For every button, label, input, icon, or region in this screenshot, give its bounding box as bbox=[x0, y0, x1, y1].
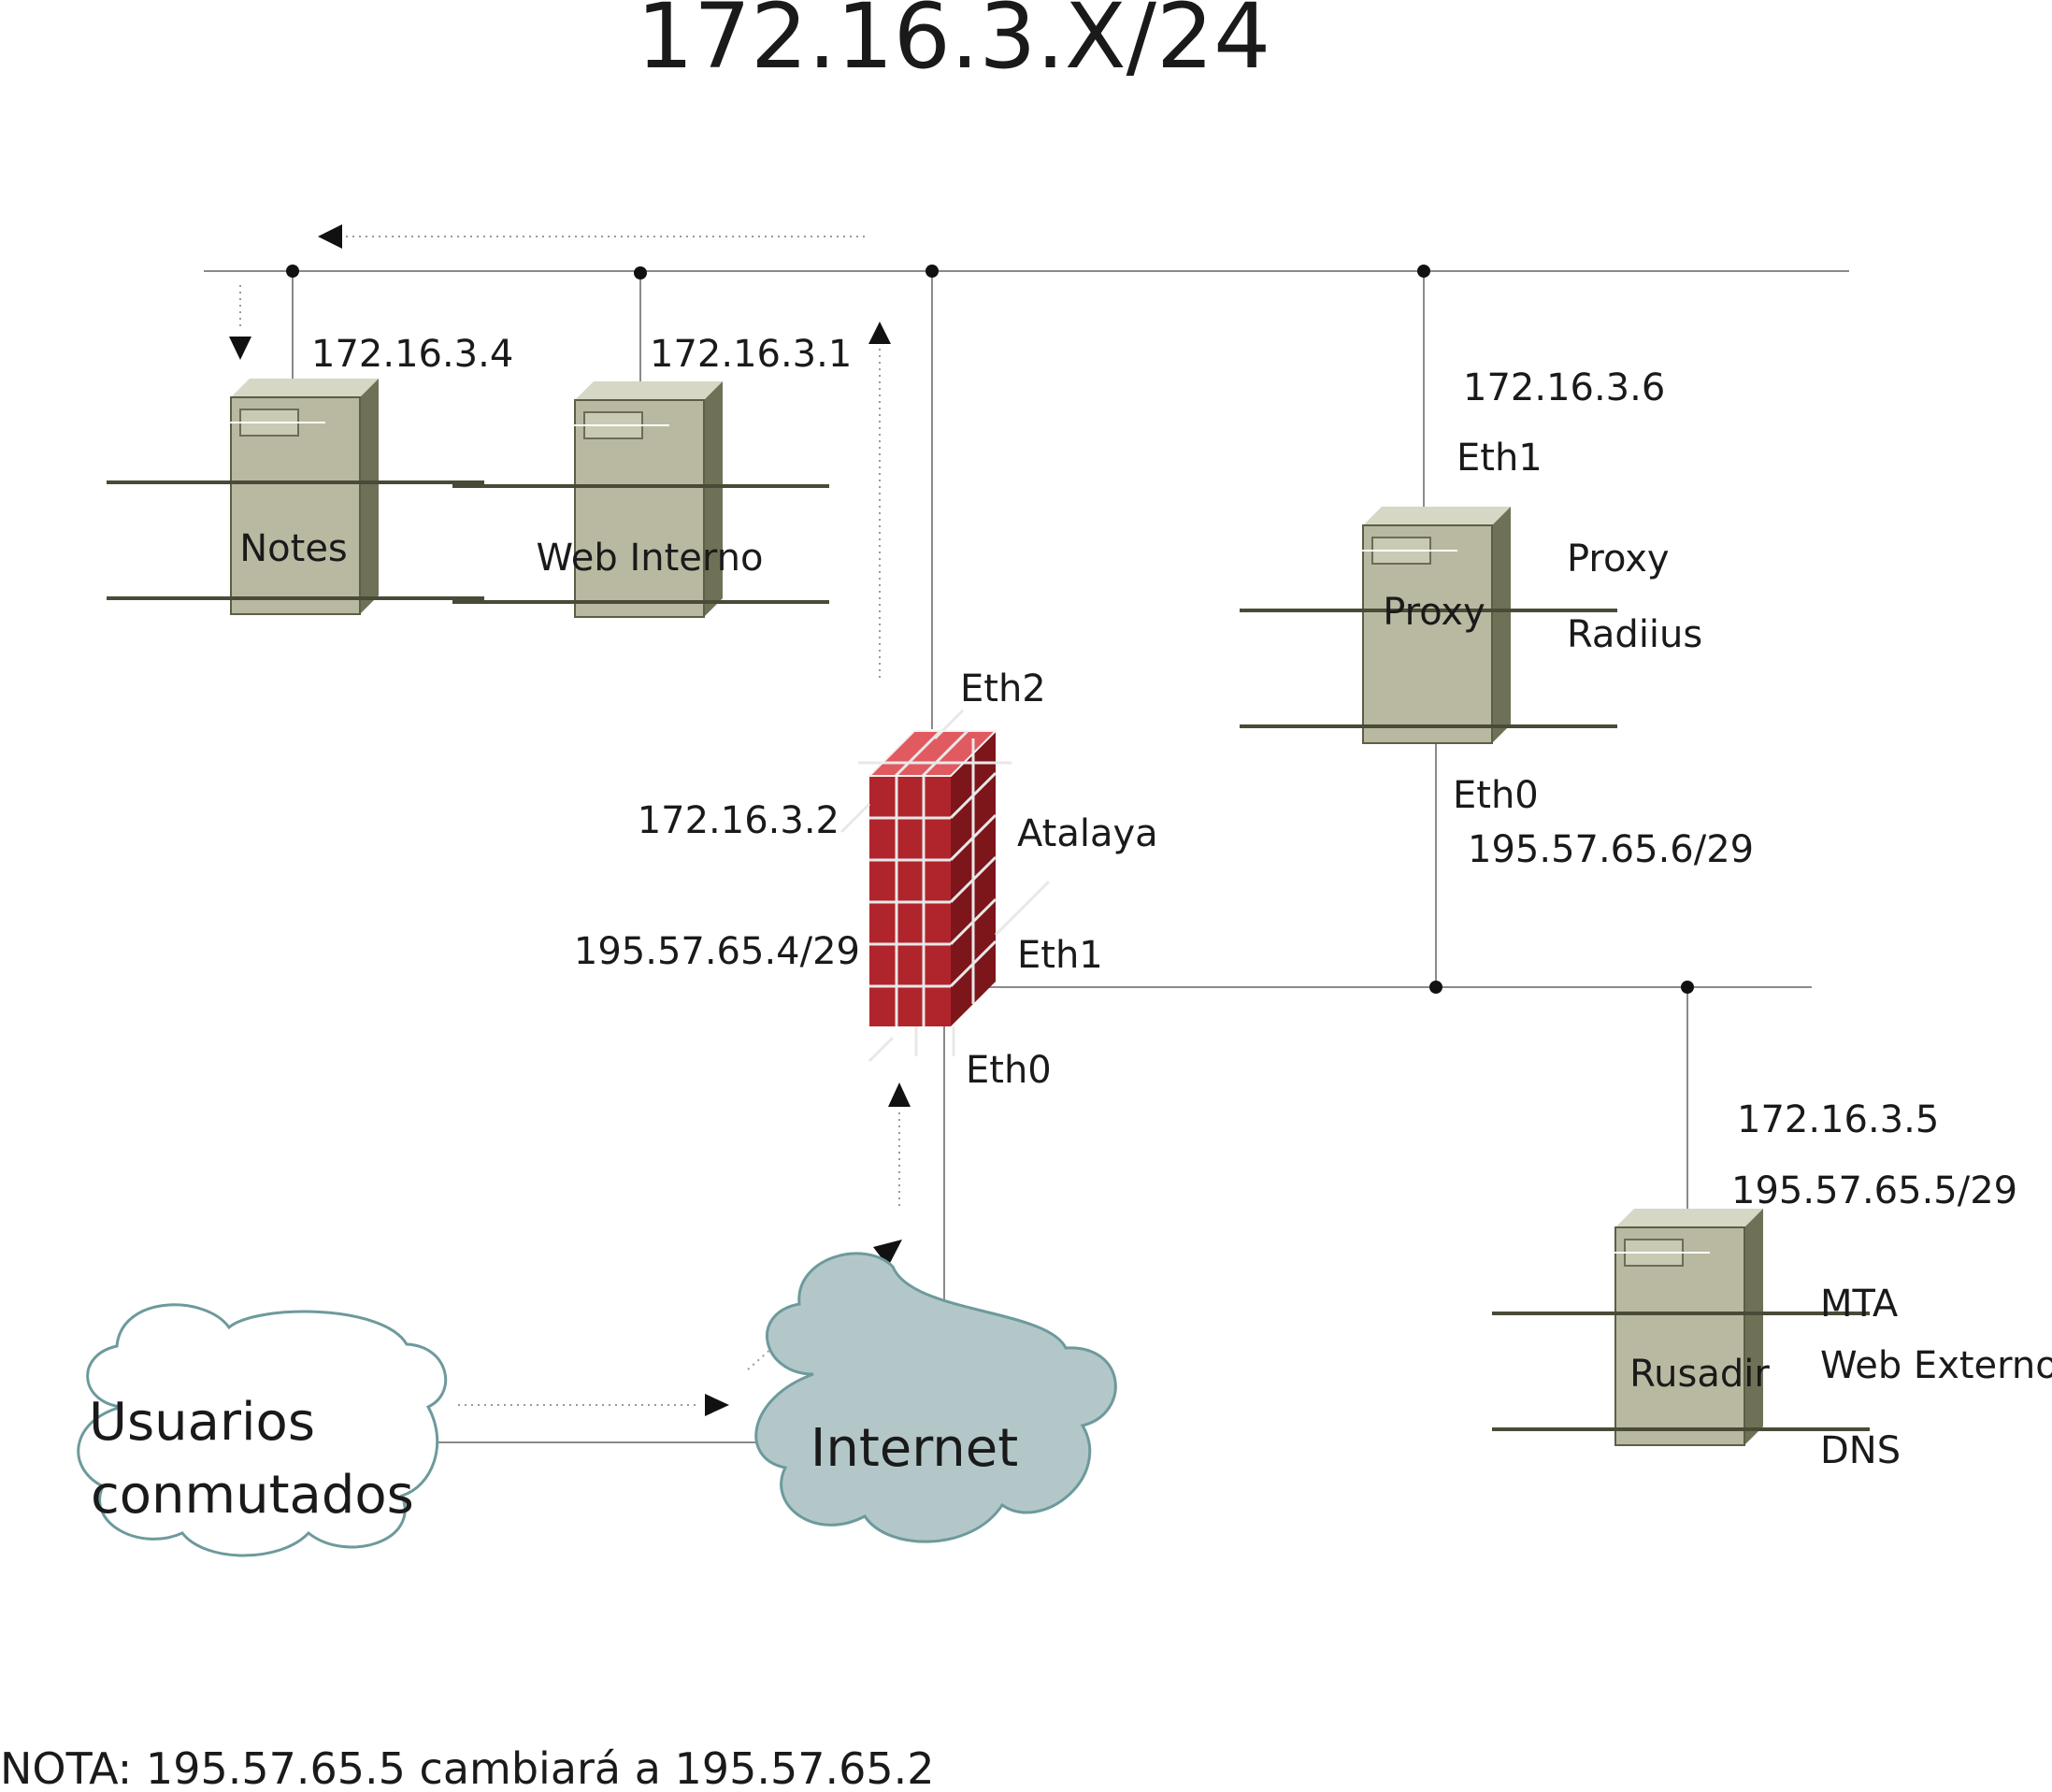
server-web-interno: Web Interno 172.16.3.1 bbox=[452, 333, 852, 618]
ip-label: 195.57.65.4/29 bbox=[574, 930, 860, 973]
service-label: Web Externo bbox=[1820, 1344, 2052, 1387]
firewall-name: Atalaya bbox=[1017, 812, 1158, 855]
interface-label: Eth1 bbox=[1017, 934, 1103, 977]
service-label: Proxy bbox=[1567, 538, 1670, 581]
interface-label: Eth0 bbox=[1453, 774, 1539, 817]
cloud-icon bbox=[77, 1303, 448, 1557]
server-name: Proxy bbox=[1383, 591, 1485, 634]
ip-label: 172.16.3.6 bbox=[1463, 366, 1665, 409]
server-proxy: Proxy 172.16.3.6 Eth1 Proxy Radiius Eth0… bbox=[1240, 366, 1754, 871]
cloud-usuarios-conmutados: Usuarios conmutados bbox=[77, 1303, 448, 1557]
service-label: DNS bbox=[1820, 1429, 1901, 1472]
firewall-icon bbox=[839, 709, 1051, 1063]
arrow-icon bbox=[868, 322, 891, 344]
interface-label: Eth0 bbox=[966, 1049, 1052, 1092]
ip-label: 195.57.65.5/29 bbox=[1731, 1169, 2017, 1212]
junction-dot bbox=[634, 266, 647, 280]
cloud-label-line2: conmutados bbox=[91, 1465, 414, 1526]
cloud-internet: Internet bbox=[754, 1252, 1117, 1543]
interface-label: Eth1 bbox=[1456, 437, 1543, 480]
server-name: Web Interno bbox=[537, 537, 764, 580]
junction-dot bbox=[926, 265, 939, 278]
diagram-title: 172.16.3.X/24 bbox=[637, 0, 1270, 89]
junction-dot bbox=[1429, 981, 1442, 994]
footer-note: NOTA: 195.57.65.5 cambiará a 195.57.65.2 bbox=[0, 1743, 935, 1792]
service-label: Radiius bbox=[1567, 613, 1702, 656]
server-icon bbox=[1595, 1209, 1763, 1446]
server-icon bbox=[1342, 507, 1511, 744]
ip-label: 172.16.3.1 bbox=[650, 333, 852, 376]
firewall-atalaya: Eth2 Atalaya Eth1 Eth0 172.16.3.2 195.57… bbox=[574, 667, 1158, 1092]
junction-dot bbox=[1681, 981, 1694, 994]
arrow-icon bbox=[705, 1394, 729, 1416]
server-name: Notes bbox=[239, 527, 348, 570]
ip-label: 195.57.65.6/29 bbox=[1468, 828, 1754, 871]
arrow-icon bbox=[873, 1240, 902, 1267]
cloud-label-line1: Usuarios bbox=[89, 1392, 315, 1453]
junction-dot bbox=[1417, 265, 1430, 278]
server-icon bbox=[554, 381, 723, 618]
arrow-icon bbox=[318, 224, 342, 249]
cloud-label: Internet bbox=[811, 1418, 1018, 1479]
service-label: MTA bbox=[1820, 1283, 1899, 1326]
server-name: Rusadir bbox=[1629, 1353, 1770, 1396]
server-icon bbox=[210, 379, 379, 615]
server-rusadir: Rusadir 172.16.3.5 195.57.65.5/29 MTA We… bbox=[1492, 1098, 2052, 1472]
ip-label: 172.16.3.4 bbox=[311, 333, 513, 376]
junction-dot bbox=[286, 265, 299, 278]
interface-label: Eth2 bbox=[960, 667, 1046, 710]
ip-label: 172.16.3.5 bbox=[1737, 1098, 1939, 1141]
ip-label: 172.16.3.2 bbox=[638, 799, 839, 842]
cloud-icon bbox=[754, 1252, 1117, 1543]
server-notes: Notes 172.16.3.4 bbox=[107, 333, 513, 615]
arrow-icon bbox=[229, 337, 251, 360]
arrow-icon bbox=[888, 1082, 911, 1107]
